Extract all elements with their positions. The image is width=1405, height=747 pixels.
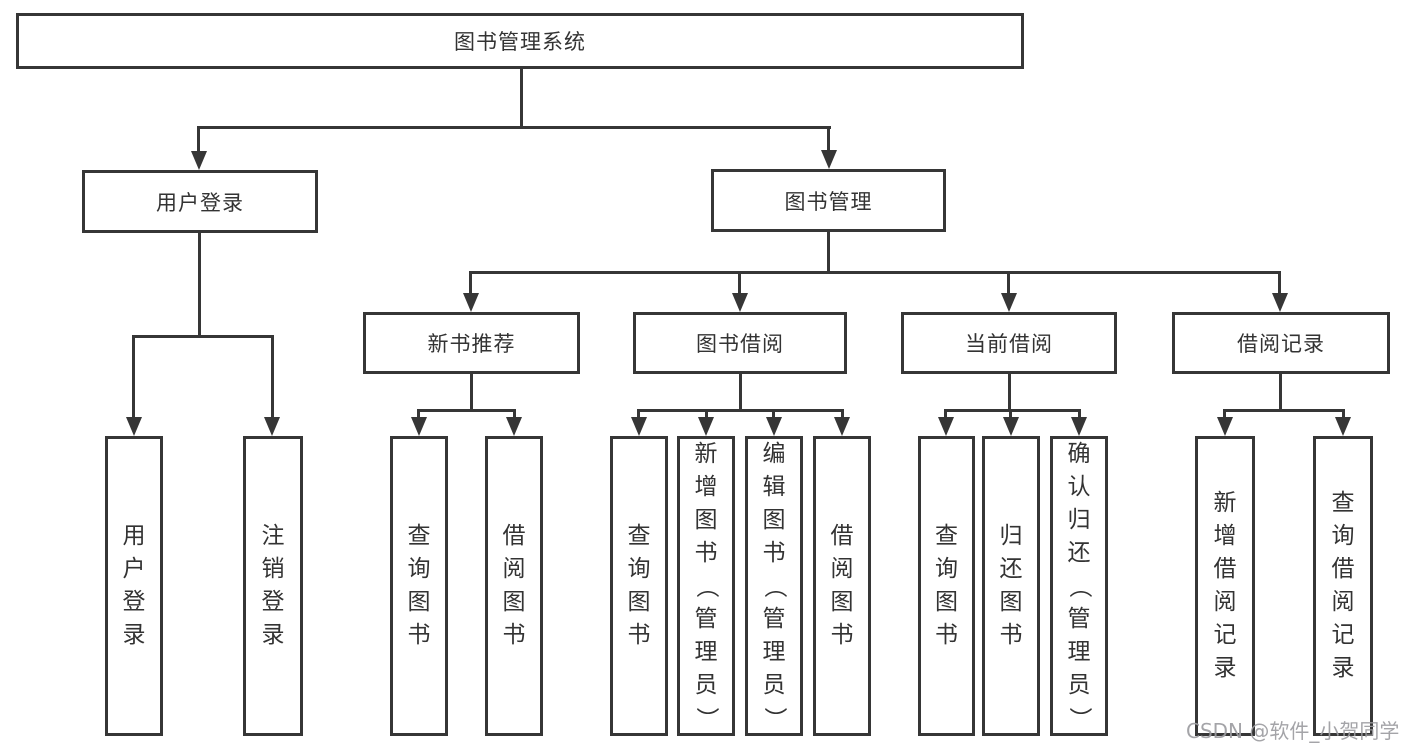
csdn-watermark: CSDN @软件_小贺同学 [1186,719,1400,743]
leaf-user-login: 用户登录 [105,436,163,736]
arrow-down-icon [1071,417,1087,436]
arrow-down-icon [766,417,782,436]
connector-line [944,409,947,422]
leaf-borrow-books-recommend: 借阅图书 [485,436,543,736]
connector-line [827,232,830,274]
connector-line [841,409,844,422]
arrow-down-icon [126,417,142,436]
leaf-logout-login: 注销登录 [243,436,303,736]
connector-line [469,271,1281,274]
arrow-down-icon [938,417,954,436]
connector-line [520,69,523,129]
leaf-borrow-books-borrow: 借阅图书 [813,436,871,736]
connector-line [1008,374,1011,412]
connector-line [469,271,472,296]
connector-line [197,126,831,129]
connector-line [1007,271,1010,296]
arrow-down-icon [506,417,522,436]
connector-line [1009,409,1012,422]
connector-line [1078,409,1081,422]
leaf-add-book-admin: 新增图书（管理员） [677,436,735,736]
leaf-add-borrow-record: 新增借阅记录 [1195,436,1255,736]
leaf-query-borrow-record: 查询借阅记录 [1313,436,1373,736]
connector-line [197,126,200,155]
node-book-management: 图书管理 [711,169,946,232]
connector-line [1342,409,1345,422]
connector-line [738,271,741,296]
connector-line [1279,374,1282,412]
arrow-down-icon [631,417,647,436]
node-library-management-system: 图书管理系统 [16,13,1024,69]
arrow-down-icon [1335,417,1351,436]
leaf-edit-book-admin: 编辑图书（管理员） [745,436,803,736]
connector-line [417,409,420,422]
connector-line [271,335,274,421]
arrow-down-icon [1001,293,1017,312]
connector-line [417,409,516,412]
connector-line [513,409,516,422]
leaf-query-books-recommend: 查询图书 [390,436,448,736]
arrow-down-icon [191,151,207,170]
leaf-confirm-return-admin: 确认归还（管理员） [1050,436,1108,736]
arrow-down-icon [264,417,280,436]
node-new-book-recommend: 新书推荐 [363,312,580,374]
node-borrow-records: 借阅记录 [1172,312,1390,374]
connector-line [944,409,1081,412]
connector-line [198,233,201,338]
leaf-return-book: 归还图书 [982,436,1040,736]
arrow-down-icon [1272,293,1288,312]
leaf-query-books-borrow: 查询图书 [610,436,668,736]
connector-line [132,335,274,338]
connector-line [132,335,135,421]
connector-line [1278,271,1281,296]
arrow-down-icon [732,293,748,312]
arrow-down-icon [1003,417,1019,436]
arrow-down-icon [463,293,479,312]
leaf-query-books-current: 查询图书 [918,436,975,736]
arrow-down-icon [834,417,850,436]
connector-line [827,126,830,154]
connector-line [705,409,708,422]
arrow-down-icon [411,417,427,436]
arrow-down-icon [698,417,714,436]
connector-line [772,409,775,422]
arrow-down-icon [821,150,837,169]
node-current-borrow: 当前借阅 [901,312,1117,374]
arrow-down-icon [1217,417,1233,436]
node-user-login: 用户登录 [82,170,318,233]
connector-line [470,374,473,412]
node-book-borrow: 图书借阅 [633,312,847,374]
connector-line [739,374,742,412]
connector-line [637,409,640,422]
connector-line [637,409,844,412]
connector-line [1223,409,1226,422]
connector-line [1223,409,1345,412]
